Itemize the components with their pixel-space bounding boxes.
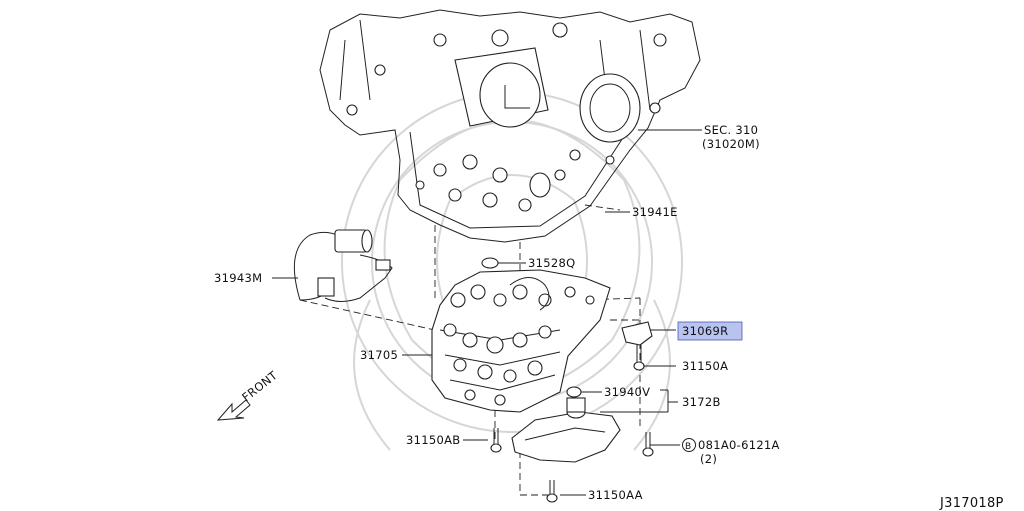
bolt-081a0 (642, 432, 654, 457)
bolt-31150ab (490, 428, 502, 453)
label-front: FRONT (239, 368, 280, 405)
label-31940v: 31940V (604, 385, 650, 399)
label-ref-code: J317018P (939, 496, 1004, 511)
label-31150a: 31150A (682, 359, 728, 373)
transmission-case (319, 9, 701, 243)
label-081a0: 081A0-6121A (698, 438, 780, 452)
solenoid-harness (293, 229, 393, 302)
label-sec310: SEC. 310 (704, 123, 758, 137)
label-31941e: 31941E (632, 205, 678, 219)
label-31150aa: 31150AA (588, 488, 643, 502)
oil-strainer (511, 397, 621, 463)
label-31943m: 31943M (214, 271, 262, 285)
bracket-31069r (621, 321, 653, 346)
label-3172b: 3172B (682, 395, 721, 409)
o-ring-31940v (566, 386, 582, 398)
control-valve-body (431, 269, 611, 413)
label-31069r: 31069R (682, 324, 728, 338)
label-sec310-sub: (31020M) (702, 137, 760, 151)
o-ring-31528q (481, 257, 499, 269)
assembly-lines (299, 204, 641, 496)
label-31150ab: 31150AB (406, 433, 460, 447)
label-31705: 31705 (360, 348, 398, 362)
leader-lines (272, 129, 702, 496)
front-arrow-icon (216, 399, 251, 421)
label-081a0-qty: (2) (700, 452, 717, 466)
bolt-31150a (633, 345, 645, 371)
label-31528q: 31528Q (528, 256, 575, 270)
bolt-marker-icon (682, 438, 696, 452)
highlight-box (677, 321, 743, 341)
bolt-31150aa (546, 480, 558, 503)
label-b-marker: B (685, 442, 691, 452)
